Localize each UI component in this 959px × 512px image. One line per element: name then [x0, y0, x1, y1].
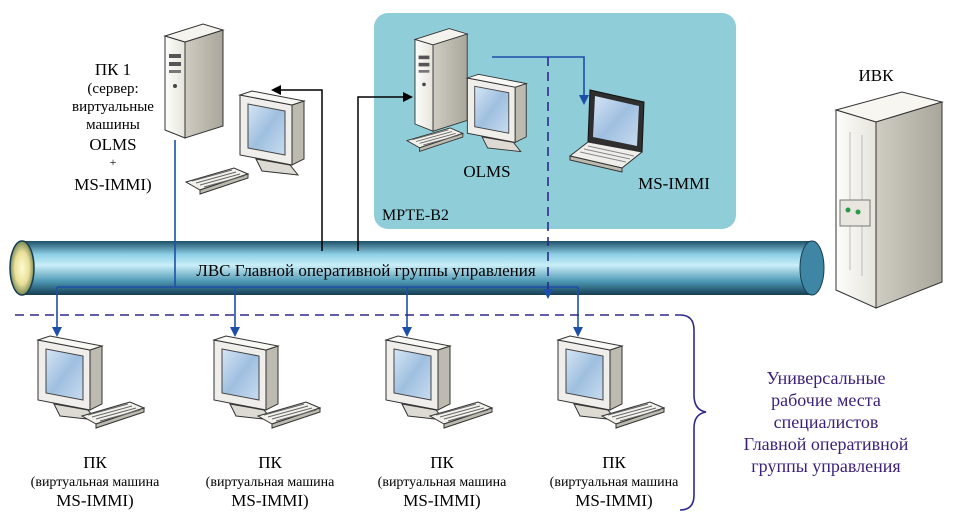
pc1-title: ПК 1	[95, 60, 131, 79]
pc1-line-4: OLMS	[89, 135, 136, 154]
workstation-3	[385, 335, 493, 429]
workplaces-line-5: группы управления	[751, 456, 900, 476]
workstation-labels: ПК (виртуальная машина MS-IMMI) ПК (вирт…	[31, 453, 679, 510]
ws2-line2: (виртуальная машина	[206, 475, 335, 490]
workplaces-line-3: специалистов	[774, 412, 879, 432]
ws3-line3: MS-IMMI)	[403, 491, 480, 510]
pc1-line-3: машины	[86, 117, 140, 133]
ws3-title: ПК	[430, 453, 454, 472]
pc1-line-2: виртуальные	[72, 99, 154, 115]
pc1-label: ПК 1 (сервер: виртуальные машины OLMS + …	[72, 60, 154, 194]
workstation-1	[37, 335, 145, 429]
pc1-server	[164, 23, 305, 195]
brace	[679, 314, 707, 511]
ivk-label: ИВК	[859, 66, 895, 85]
ws4-title: ПК	[602, 453, 626, 472]
lan-label: ЛВС Главной оперативной группы управлени…	[196, 261, 536, 280]
lan-links	[52, 56, 589, 337]
pc1-mpte-links	[271, 85, 413, 251]
pc1-line-5: +	[110, 155, 117, 169]
ws2-line3: MS-IMMI)	[231, 491, 308, 510]
ivk-rack	[834, 91, 944, 309]
ws1-line3: MS-IMMI)	[56, 491, 133, 510]
ws4-line3: MS-IMMI)	[575, 491, 652, 510]
lan-bus	[9, 240, 825, 296]
mpte-b2-label: МРТЕ-В2	[382, 207, 449, 224]
ws1-title: ПК	[83, 453, 107, 472]
ws4-line2: (виртуальная машина	[550, 475, 679, 490]
ws1-line2: (виртуальная машина	[31, 475, 160, 490]
ws3-line2: (виртуальная машина	[378, 475, 507, 490]
workplaces-line-4: Главной оперативной	[744, 434, 909, 454]
workplaces-label: Универсальные рабочие места специалистов…	[744, 368, 909, 476]
dashed-links	[15, 57, 680, 316]
olms-label: OLMS	[463, 162, 510, 181]
workstation-2	[213, 335, 321, 429]
workplaces-line-2: рабочие места	[771, 390, 881, 410]
pc1-line-1: (сервер:	[87, 81, 138, 97]
ws2-title: ПК	[258, 453, 282, 472]
ms-immi-label: MS-IMMI	[638, 174, 710, 193]
workplaces-line-1: Универсальные	[766, 368, 885, 388]
pc1-line-6: MS-IMMI)	[74, 175, 151, 194]
workstation-4	[557, 335, 665, 429]
